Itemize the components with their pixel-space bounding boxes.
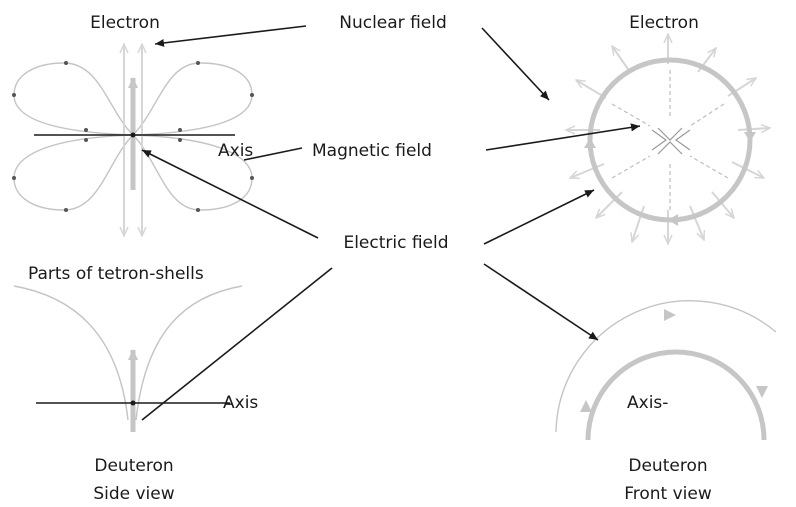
inner-field-lines xyxy=(611,70,729,210)
radial-field-arrows xyxy=(566,34,770,244)
labels: Electron Nuclear field Electron Axis Mag… xyxy=(28,13,712,504)
label-front-view: Front view xyxy=(624,484,712,504)
tetron-shell-right xyxy=(135,285,243,421)
label-deuteron-left: Deuteron xyxy=(94,456,173,476)
label-axis-bottom-right: Axis- xyxy=(627,393,668,413)
connector-lines xyxy=(141,25,641,421)
deuteron-ring xyxy=(585,349,767,441)
tetron-shell-left xyxy=(13,285,129,421)
label-axis-bottom-left: Axis xyxy=(223,393,258,413)
label-axis-top-left: Axis xyxy=(218,141,253,161)
deuteron-ring-arrows xyxy=(580,309,768,412)
magnetic-field-loops xyxy=(12,61,254,212)
label-parts-of-tetron-shells: Parts of tetron-shells xyxy=(28,264,204,284)
deuteron-side-view xyxy=(13,285,243,432)
label-electric-field: Electric field xyxy=(343,233,448,253)
deuteron-front-view xyxy=(555,300,777,441)
electron-front-view xyxy=(566,34,770,244)
ring-direction-arrows xyxy=(584,132,756,226)
label-electron-right: Electron xyxy=(629,13,699,33)
center-point xyxy=(130,132,136,138)
electron-side-view xyxy=(12,44,254,236)
label-side-view: Side view xyxy=(93,484,174,504)
label-deuteron-right: Deuteron xyxy=(628,456,707,476)
label-electron-left: Electron xyxy=(90,13,160,33)
nuclear-field-arrows xyxy=(124,44,142,236)
label-nuclear-field: Nuclear field xyxy=(339,13,447,33)
center-point-bottom xyxy=(130,400,136,406)
label-magnetic-field: Magnetic field xyxy=(312,141,432,161)
outer-shell-arc xyxy=(555,300,777,433)
